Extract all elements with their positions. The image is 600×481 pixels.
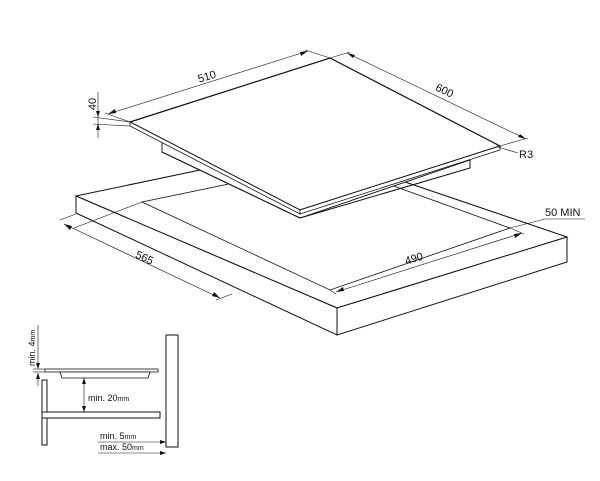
dimension-label-565: 565 xyxy=(133,249,155,268)
dimension-thickness-40: 40 xyxy=(87,92,131,138)
dimension-label-490: 490 xyxy=(404,251,425,268)
detail-glass xyxy=(44,368,159,373)
dimension-radius-r3: R3 xyxy=(497,146,533,161)
detail-label-min-5: min. 5mm xyxy=(100,431,136,441)
detail-shelf xyxy=(41,411,161,419)
dimension-width-510: 510 xyxy=(104,49,331,123)
detail-label-max-50: max. 50mm xyxy=(100,442,144,452)
dimension-label-510: 510 xyxy=(197,69,218,86)
dimension-label-600: 600 xyxy=(433,82,455,101)
countertop-side-face xyxy=(336,236,568,336)
dimension-label-50-min: 50 MIN xyxy=(545,207,581,219)
detail-label-min-4: min. 4mm xyxy=(27,330,37,366)
countertop xyxy=(74,147,569,336)
detail-hob-body xyxy=(59,371,151,379)
detail-label-min-20: min. 20mm xyxy=(88,393,129,403)
dimension-cutout-490: 490 xyxy=(329,227,525,295)
dimension-clearance-50: 50 MIN xyxy=(509,207,585,229)
dimension-label-40: 40 xyxy=(87,98,99,110)
dimension-label-r3: R3 xyxy=(519,149,533,161)
detail-wall-panel xyxy=(165,334,179,448)
hob-glass-edge-right xyxy=(299,145,501,215)
section-detail: min. 4mm min. 20mm min. 5mm max. 50mm xyxy=(27,325,179,455)
